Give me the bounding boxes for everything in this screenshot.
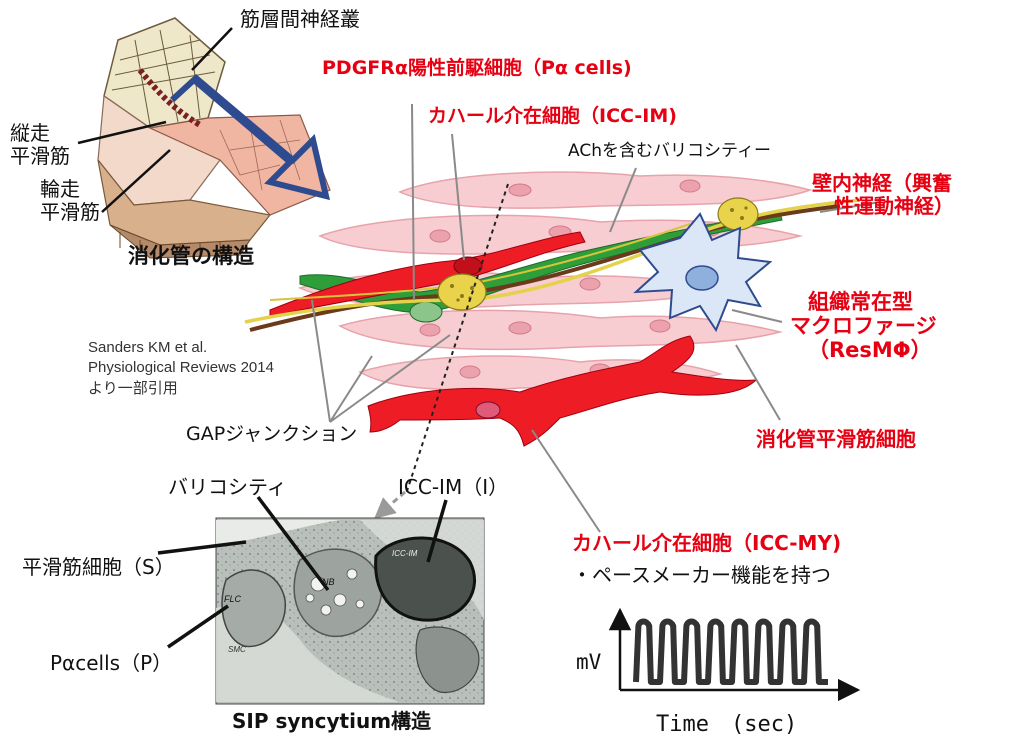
sip-micrograph: NB FLC SMC ICC-IM [215,517,485,705]
leaders-tissue [311,103,881,533]
label-gut-structure: 消化管の構造 [128,244,254,268]
label-macrophage-line1: 組織常在型 [808,290,913,314]
label-icc-my: カハール介在細胞（ICC-MY) [572,531,842,555]
gut-structure-illustration [97,17,331,259]
citation: Sanders KM et al. Physiological Reviews … [88,338,274,399]
micrograph-icc-label: ICC-IM [392,549,418,558]
label-intrinsic-nerve: 壁内神経（興奮 性運動神経） [812,172,954,218]
label-myenteric-plexus: 筋層間神経叢 [240,7,360,31]
tissue-illustration [244,171,861,495]
micrograph-flc-label: FLC [224,594,242,604]
label-smooth-muscle-s: 平滑筋細胞（S） [22,555,175,579]
label-longitudinal-line2: 平滑筋 [10,144,70,168]
label-intrinsic-line2: 性運動神経） [834,194,954,218]
label-gap-junction: GAPジャンクション [186,423,358,445]
label-icc-im-i: ICC-IM（I） [398,475,509,499]
leaders-micrograph [157,495,448,649]
label-longitudinal-muscle: 縦走 平滑筋 [10,122,70,168]
zoom-arrow [169,74,331,201]
citation-line2: Physiological Reviews 2014 [88,359,274,377]
label-circular-muscle: 輪走 平滑筋 [40,178,100,224]
label-icc-im: カハール介在細胞（ICC-IM) [428,105,677,127]
label-circular-line2: 平滑筋 [40,200,100,224]
label-macrophage-line2: マクロファージ [790,314,937,339]
label-gi-smooth-muscle: 消化管平滑筋細胞 [756,427,916,451]
pacemaker-chart [608,607,861,702]
leaders-structure [77,27,233,213]
label-resident-macrophage: 組織常在型 マクロファージ （ResMΦ） [790,290,937,362]
citation-line3: より一部引用 [88,379,178,397]
label-ach-varicosity: AChを含むバリコシティー [568,141,771,161]
label-circular-line1: 輪走 [40,177,80,201]
chart-waveform [633,618,828,685]
micrograph-smc-label: SMC [228,645,246,654]
label-longitudinal-line1: 縦走 [10,121,50,145]
chart-x-label: Time (sec) [656,712,798,737]
citation-line1: Sanders KM et al. [88,339,208,356]
label-intrinsic-line1: 壁内神経（興奮 [812,171,952,195]
label-pdgfra-cells: PDGFRα陽性前駆細胞（Pα cells) [322,57,632,79]
label-varicosity: バリコシティ [168,475,287,499]
label-macrophage-line3: （ResMΦ） [808,338,932,363]
micrograph-nb-label: NB [322,577,335,587]
label-pacemaker: ・ペースメーカー機能を持つ [572,563,831,587]
chart-y-label: mV [576,650,602,674]
zoom-to-micrograph-arrow [374,490,406,519]
label-sip-syncytium: SIP syncytium構造 [232,709,432,733]
label-pa-cells-p: Pαcells（P） [50,651,173,675]
